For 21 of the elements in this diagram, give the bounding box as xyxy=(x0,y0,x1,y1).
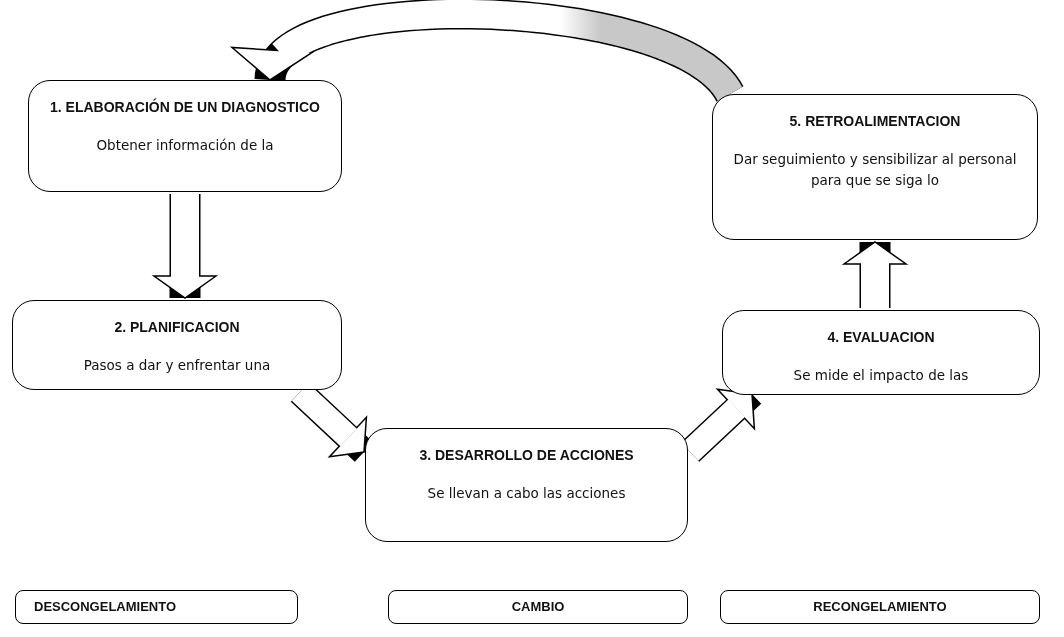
step-title: 4. EVALUACION xyxy=(826,328,936,347)
step-description: Pasos a dar y enfrentar una xyxy=(82,356,272,375)
step-title: RECONGELAMIENTO xyxy=(812,599,948,615)
step-title: 1. ELABORACIÓN DE UN DIAGNOSTICO xyxy=(49,97,321,117)
step-description: Se mide el impacto de las xyxy=(792,366,970,385)
process-box xyxy=(12,300,342,390)
step-title: 2. PLANIFICACION xyxy=(113,318,241,337)
step-description: Dar seguimiento y sensibilizar al personal para que se siga lo xyxy=(732,150,1018,190)
step-title: 5. RETROALIMENTACION xyxy=(788,112,962,131)
process-box xyxy=(28,80,342,192)
step-title: CAMBIO xyxy=(510,599,566,615)
process-box xyxy=(712,94,1038,240)
step-title: 3. DESARROLLO DE ACCIONES xyxy=(418,446,635,465)
phase-box xyxy=(388,590,688,624)
phase-box xyxy=(720,590,1040,624)
step-description: Se llevan a cabo las acciones xyxy=(426,484,627,503)
step-description: Obtener información de la xyxy=(95,136,275,155)
process-box xyxy=(722,310,1040,395)
step-title: DESCONGELAMIENTO xyxy=(34,599,178,615)
phase-box xyxy=(15,590,298,624)
process-box xyxy=(365,428,688,542)
